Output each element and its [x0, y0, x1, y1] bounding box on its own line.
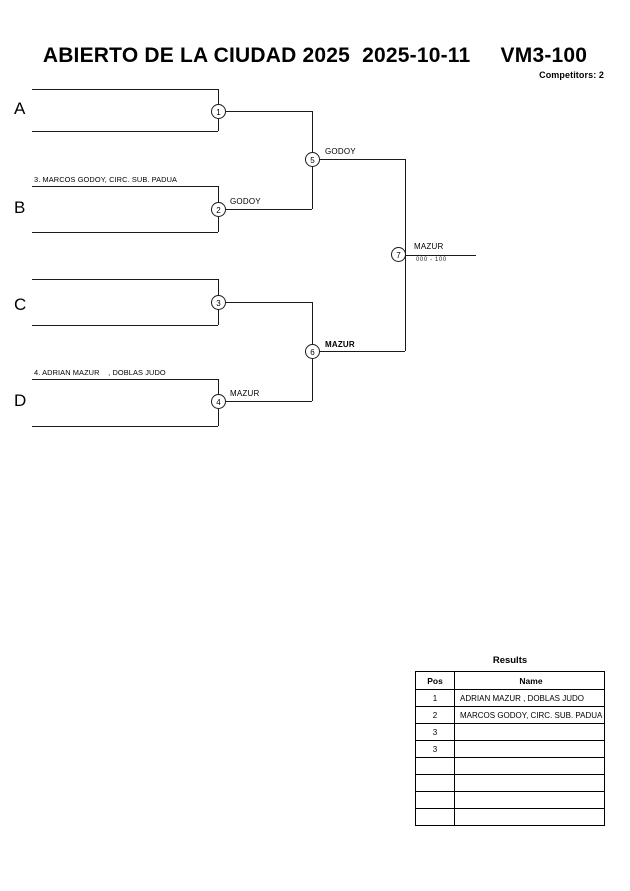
results-header-name: Name	[454, 671, 605, 690]
result-position: 1	[415, 689, 455, 707]
match-node-2[interactable]: 2	[211, 202, 226, 217]
group-letter-c: C	[14, 295, 27, 314]
match-node-6[interactable]: 6	[305, 344, 320, 359]
result-name: ADRIAN MAZUR , DOBLAS JUDO	[454, 689, 605, 707]
slot-line-d2	[32, 426, 218, 427]
table-row	[415, 774, 605, 792]
table-row	[415, 808, 605, 826]
match-node-1[interactable]: 1	[211, 104, 226, 119]
match-winner-7: MAZUR	[414, 242, 444, 251]
entry-label-godoy: 3. MARCOS GODOY, CIRC. SUB. PADUA	[34, 175, 178, 184]
result-position: 3	[415, 740, 455, 758]
winner-line-6	[320, 351, 405, 352]
match-node-5[interactable]: 5	[305, 152, 320, 167]
slot-line-c1	[32, 279, 218, 280]
result-position: 2	[415, 706, 455, 724]
match-winner-4: MAZUR	[230, 389, 260, 398]
slot-line-d1	[32, 379, 218, 380]
match-winner-5: GODOY	[325, 147, 356, 156]
result-name	[454, 740, 605, 758]
group-letter-b: B	[14, 198, 26, 217]
winner-line-7	[406, 255, 476, 256]
result-name: MARCOS GODOY, CIRC. SUB. PADUA	[454, 706, 605, 724]
winner-line-1	[226, 111, 312, 112]
winner-line-4	[226, 401, 312, 402]
table-row: 3	[415, 723, 605, 741]
result-name	[454, 808, 605, 826]
result-name	[454, 791, 605, 809]
slot-line-a2	[32, 131, 218, 132]
winner-line-5	[320, 159, 405, 160]
final-score: 000 - 100	[416, 257, 447, 263]
competitors-count: Competitors: 2	[539, 70, 604, 80]
slot-line-a1	[32, 89, 218, 90]
result-position	[415, 791, 455, 809]
match-winner-2: GODOY	[230, 197, 261, 206]
entry-label-mazur: 4. ADRIAN MAZUR , DOBLAS JUDO	[34, 368, 166, 377]
result-position: 3	[415, 723, 455, 741]
result-name	[454, 757, 605, 775]
slot-line-c2	[32, 325, 218, 326]
winner-line-2	[226, 209, 312, 210]
page-title: ABIERTO DE LA CIUDAD 2025 2025-10-11 VM3…	[42, 44, 588, 67]
winner-line-3	[226, 302, 312, 303]
group-letter-d: D	[14, 391, 27, 410]
table-row	[415, 757, 605, 775]
result-name	[454, 774, 605, 792]
slot-line-b2	[32, 232, 218, 233]
slot-line-b1	[32, 186, 218, 187]
match-winner-6: MAZUR	[325, 340, 355, 349]
results-caption: Results	[492, 655, 528, 666]
table-row	[415, 791, 605, 809]
result-position	[415, 774, 455, 792]
result-position	[415, 808, 455, 826]
group-letter-a: A	[14, 99, 26, 118]
result-name	[454, 723, 605, 741]
table-row: 3	[415, 740, 605, 758]
match-node-4[interactable]: 4	[211, 394, 226, 409]
match-node-7[interactable]: 7	[391, 247, 406, 262]
results-header-row: Pos Name	[415, 671, 605, 690]
results-header-pos: Pos	[415, 671, 455, 690]
match-node-3[interactable]: 3	[211, 295, 226, 310]
result-position	[415, 757, 455, 775]
